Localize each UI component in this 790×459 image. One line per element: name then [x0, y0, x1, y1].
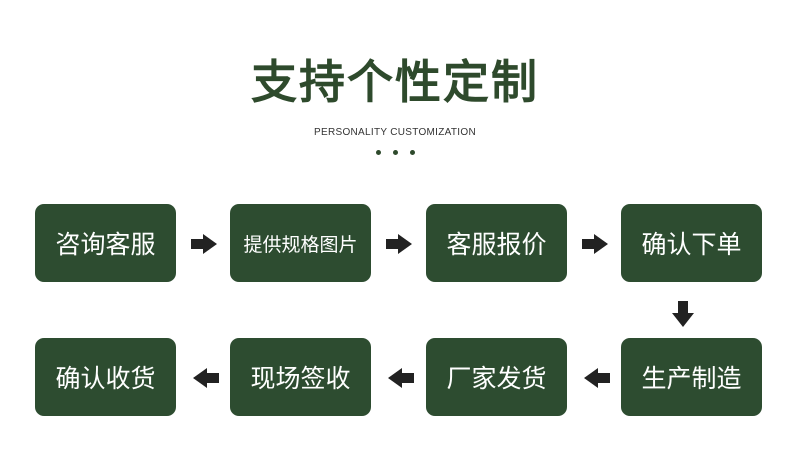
arrow-right-icon: [191, 234, 217, 254]
arrow-left-icon: [388, 368, 414, 388]
step-consult-service: 咨询客服: [35, 204, 176, 282]
arrow-left-icon: [584, 368, 610, 388]
page-subtitle: PERSONALITY CUSTOMIZATION: [314, 127, 476, 138]
step-service-quote: 客服报价: [426, 204, 567, 282]
arrow-left-icon: [193, 368, 219, 388]
dot-icon: [409, 150, 415, 155]
page-title: 支持个性定制: [251, 55, 539, 109]
step-confirm-receipt: 确认收货: [35, 338, 176, 416]
step-provide-spec-images: 提供规格图片: [230, 204, 371, 282]
dot-icon: [375, 150, 381, 155]
arrow-right-icon: [386, 234, 412, 254]
step-production: 生产制造: [621, 338, 762, 416]
step-factory-ship: 厂家发货: [426, 338, 567, 416]
step-confirm-order: 确认下单: [621, 204, 762, 282]
arrow-down-icon: [672, 301, 694, 327]
step-onsite-sign: 现场签收: [230, 338, 371, 416]
arrow-right-icon: [582, 234, 608, 254]
dot-icon: [392, 150, 398, 155]
decorative-dots: [0, 150, 790, 155]
